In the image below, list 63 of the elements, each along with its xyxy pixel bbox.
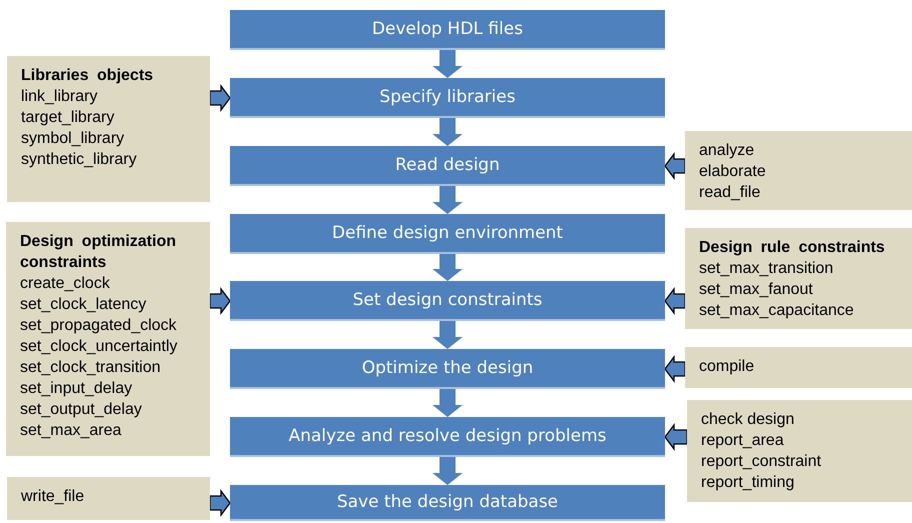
step-label: Set design constraints	[352, 290, 542, 310]
note-box	[687, 400, 912, 502]
command-text: elaborate	[699, 162, 767, 182]
process-box	[230, 417, 665, 457]
process-box	[230, 281, 665, 321]
command-text: set_output_delay	[20, 400, 143, 420]
command-text: set_max_capacitance	[699, 301, 855, 321]
block-arrow	[664, 355, 686, 383]
process-box	[230, 349, 665, 389]
step-label: Save the design database	[336, 492, 558, 512]
block-arrow	[432, 457, 462, 485]
command-text: set_clock_uncertaintly	[20, 337, 178, 357]
block-arrow	[664, 423, 688, 451]
command-text: report_area	[701, 431, 785, 451]
command-text: report_timing	[701, 473, 796, 493]
block-arrow	[209, 489, 231, 517]
process-box	[230, 146, 665, 186]
step-label: Define design environment	[332, 223, 563, 243]
command-text: compile	[699, 357, 756, 377]
note-box	[6, 222, 210, 456]
block-arrow	[209, 84, 231, 112]
command-text: check design	[701, 410, 796, 430]
command-text: create_clock	[20, 274, 111, 294]
command-text: set_max_area	[20, 421, 122, 441]
block-arrow	[432, 50, 462, 78]
note-heading: Design rule constraints	[699, 238, 886, 258]
command-text: set_clock_transition	[20, 358, 162, 378]
block-arrow	[432, 186, 462, 214]
command-text: set_input_delay	[20, 379, 134, 399]
step-label: Read design	[395, 155, 500, 175]
block-arrow	[432, 389, 462, 417]
note-box	[685, 347, 912, 388]
command-text: analyze	[699, 141, 756, 161]
command-text: write_file	[21, 487, 86, 507]
process-box	[230, 78, 665, 118]
process-box	[230, 214, 665, 254]
step-label: Optimize the design	[362, 358, 534, 378]
note-box	[7, 477, 210, 520]
step-label: Analyze and resolve design problems	[288, 426, 606, 446]
command-text: read_file	[699, 183, 762, 203]
command-text: report_constraint	[701, 452, 822, 472]
step-label: Develop HDL files	[372, 19, 523, 39]
command-text: target_library	[21, 108, 116, 128]
block-arrow	[432, 321, 462, 349]
block-arrow	[664, 152, 686, 180]
block-arrow	[664, 287, 686, 315]
note-box	[685, 131, 912, 210]
command-text: set_max_fanout	[699, 280, 814, 300]
note-box	[7, 56, 210, 202]
step-label: Specify libraries	[380, 87, 516, 107]
note-box	[685, 228, 912, 329]
command-text: set_max_transition	[699, 259, 834, 279]
command-text: set_propagated_clock	[20, 316, 178, 336]
command-text: symbol_library	[21, 129, 126, 149]
process-box	[230, 485, 665, 521]
process-box	[230, 10, 665, 50]
command-text: synthetic_library	[21, 150, 138, 170]
block-arrow	[432, 118, 462, 146]
block-arrow	[209, 287, 231, 315]
command-text: set_clock_latency	[20, 295, 148, 315]
note-heading: Libraries objects	[21, 66, 154, 86]
command-text: link_library	[21, 87, 98, 107]
block-arrow	[432, 254, 462, 281]
